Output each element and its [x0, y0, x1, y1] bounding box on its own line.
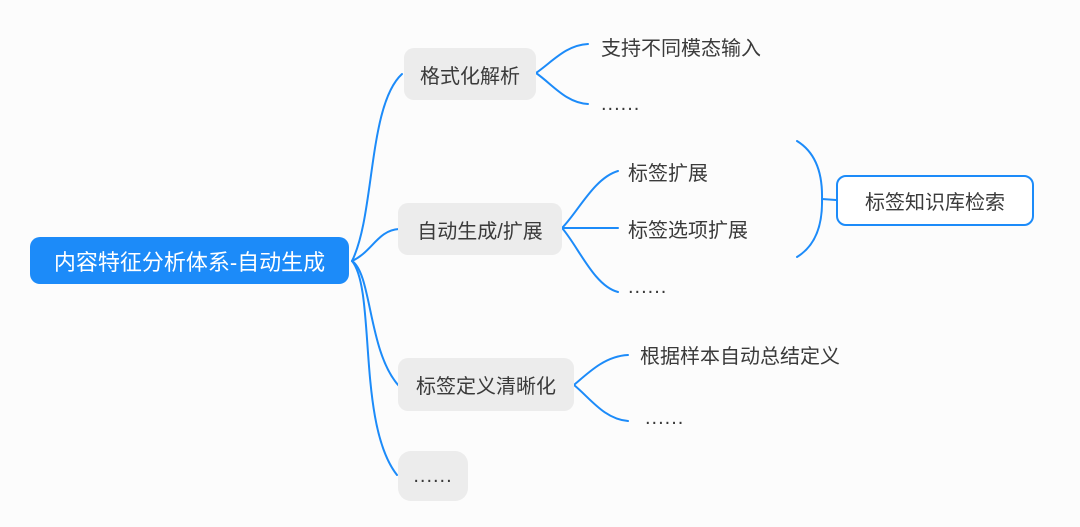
- connector-branch1-leaf2: [535, 72, 589, 105]
- summary-brace-group: [796, 140, 837, 258]
- leaf-node-label-option-expand[interactable]: 标签选项扩展: [628, 219, 748, 242]
- root-node[interactable]: 内容特征分析体系-自动生成: [30, 237, 349, 284]
- connector-branch3-leaf2: [573, 384, 629, 422]
- branch-node-format-parsing[interactable]: 格式化解析: [404, 48, 536, 100]
- connector-branch2-leaf3: [561, 227, 619, 293]
- branch-node-auto-generate-expand[interactable]: 自动生成/扩展: [398, 203, 562, 255]
- leaf-node-auto-summarize-definition[interactable]: 根据样本自动总结定义: [640, 345, 840, 368]
- summary-brace: [796, 140, 824, 258]
- leaf-node-ellipsis-2[interactable]: ......: [628, 275, 668, 298]
- connector-root-to-branch-4: [351, 260, 398, 476]
- leaf-node-label-expand[interactable]: 标签扩展: [628, 162, 708, 185]
- root-branch-connectors: [351, 73, 403, 476]
- branch-node-label-definition-clarify[interactable]: 标签定义清晰化: [398, 358, 574, 411]
- summary-node-label-knowledge-base-retrieval[interactable]: 标签知识库检索: [836, 175, 1034, 226]
- connector-branch3-leaf1: [573, 354, 629, 386]
- connector-root-to-branch-3: [351, 260, 400, 387]
- leaf-node-ellipsis-1[interactable]: ......: [601, 92, 641, 115]
- connector-root-to-branch-1: [351, 73, 403, 262]
- branch-node-ellipsis[interactable]: ......: [398, 451, 468, 501]
- leaf-node-multimodal-input[interactable]: 支持不同模态输入: [601, 37, 761, 60]
- connector-branch1-leaf1: [535, 43, 589, 74]
- connector-root-to-branch-2: [351, 228, 400, 262]
- connector-branch2-leaf1: [561, 170, 619, 229]
- summary-brace-tick: [821, 198, 837, 201]
- leaf-node-ellipsis-3[interactable]: ......: [645, 406, 685, 429]
